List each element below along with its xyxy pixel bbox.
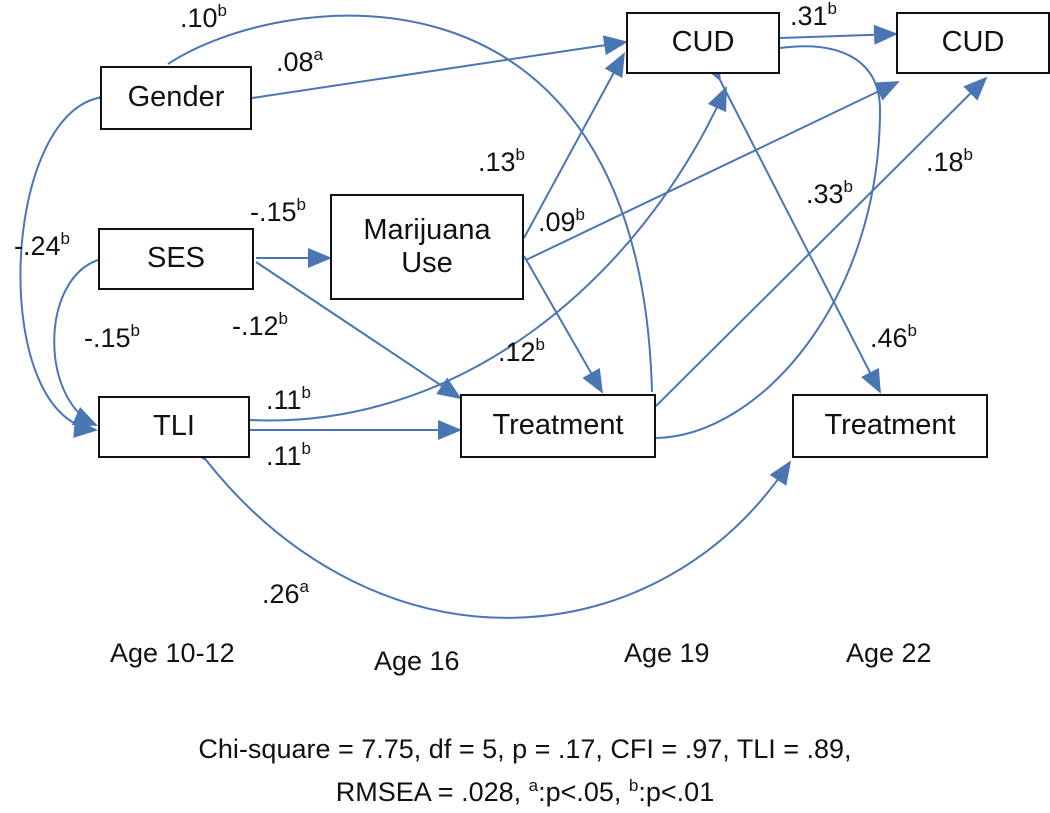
- node-treatment-age16: Treatment: [460, 394, 656, 458]
- arrow-ses-treatment16: [255, 261, 462, 400]
- arrow-cud19-cud22: [779, 24, 898, 45]
- node-cud-age19: CUD: [626, 12, 780, 74]
- node-gender: Gender: [100, 66, 252, 130]
- coef-tli-treatment22: .26a: [262, 577, 310, 609]
- age-label-22: Age 22: [846, 638, 932, 668]
- coef-cud19-cud22: .31b: [790, 0, 838, 31]
- node-treatment-age22: Treatment: [792, 394, 988, 458]
- coef-ses-tli: -.15b: [84, 321, 140, 353]
- coef-marijuana-cud19: .13b: [478, 145, 526, 177]
- fit-statistics-line1: Chi-square = 7.75, df = 5, p = .17, CFI …: [198, 734, 852, 764]
- node-ses: SES: [98, 228, 254, 290]
- arrow-tli-cud19: [249, 86, 727, 422]
- coef-ses-treatment16: -.12b: [232, 309, 288, 341]
- node-marijuana-use: Marijuana Use: [330, 194, 524, 300]
- coef-tli-cud19: .11b: [266, 383, 311, 415]
- coef-marijuana-treatment16: .12b: [498, 335, 546, 367]
- coef-marijuana-cud22: .09b: [538, 205, 586, 237]
- age-label-19: Age 19: [624, 638, 710, 668]
- arrow-marijuana-cud19: [523, 52, 625, 239]
- age-label-10-12: Age 10-12: [110, 638, 235, 668]
- arrow-cud19-treatment22: [701, 55, 881, 394]
- arrow-treatment16-treatment22: [655, 45, 882, 439]
- arrow-gender-treatment16: [167, 14, 653, 393]
- cov-gender-tli: [19, 83, 122, 438]
- coef-tli-treatment16: .11b: [266, 439, 311, 471]
- coef-treatment16-treatment22: .46b: [870, 321, 918, 353]
- coef-gender-treatment16: .10b: [180, 1, 228, 33]
- node-tli: TLI: [98, 396, 250, 458]
- coef-cud19-treatment22: .33b: [806, 177, 854, 209]
- arrow-marijuana-treatment16: [523, 255, 603, 394]
- cov-ses-tli: [53, 243, 123, 426]
- coef-gender-cud19: .08a: [276, 45, 324, 77]
- age-label-16: Age 16: [374, 646, 460, 676]
- coef-treatment16-cud22: .18b: [926, 145, 974, 177]
- cov-tli-treatment22: [184, 436, 792, 619]
- arrow-treatment16-cud22: [655, 76, 988, 407]
- node-cud-age22: CUD: [896, 12, 1050, 74]
- coef-gender-tli: -.24b: [14, 229, 70, 261]
- arrow-gender-cud19: [251, 35, 628, 99]
- coef-ses-marijuana: -.15b: [250, 195, 306, 227]
- fit-statistics-line2: RMSEA = .028, a:p<.05, b:p<.01: [335, 776, 715, 807]
